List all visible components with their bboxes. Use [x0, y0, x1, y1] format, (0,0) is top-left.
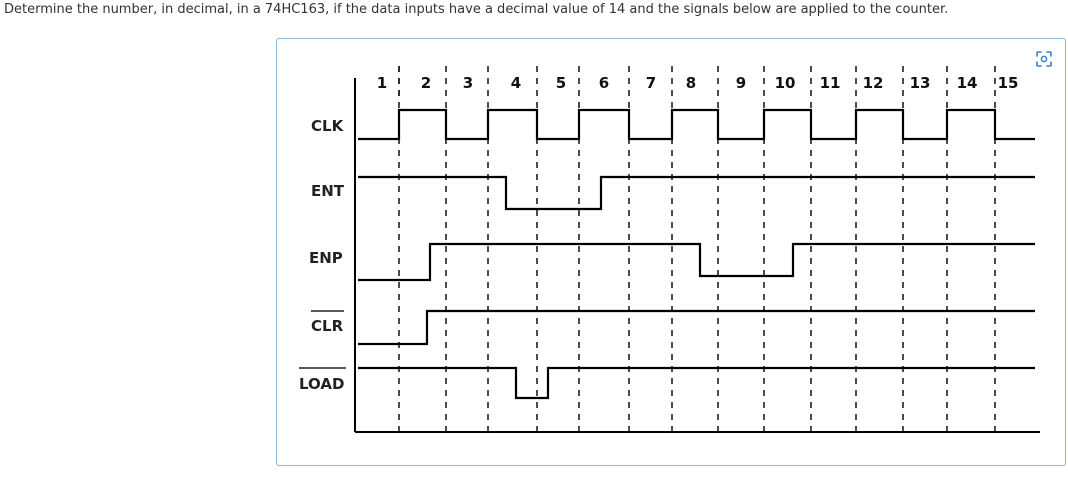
clock-number: 11 [820, 74, 841, 92]
clock-number: 14 [957, 74, 978, 92]
clock-number: 12 [863, 74, 884, 92]
clock-number: 4 [511, 74, 521, 92]
label-enp: ENP [309, 249, 343, 267]
enp-waveform [358, 242, 1035, 282]
clk-waveform [358, 108, 1035, 141]
waveforms [358, 108, 1035, 400]
clock-number: 8 [686, 74, 696, 92]
clock-number: 9 [736, 74, 746, 92]
clock-number: 7 [646, 74, 656, 92]
clr-waveform [358, 309, 1035, 346]
ent-waveform [358, 175, 1035, 211]
clock-number: 13 [910, 74, 931, 92]
label-clk: CLK [311, 117, 345, 135]
clock-number: 10 [775, 74, 796, 92]
question-text: Determine the number, in decimal, in a 7… [4, 2, 949, 17]
clock-number: 1 [377, 74, 387, 92]
clock-number: 3 [463, 74, 473, 92]
label-clr: CLR [311, 317, 344, 335]
clock-number: 15 [998, 74, 1019, 92]
load-waveform [358, 366, 1035, 400]
expand-image-icon[interactable] [1035, 50, 1053, 68]
label-load: LOAD [299, 375, 344, 393]
label-ent: ENT [311, 182, 345, 200]
clock-number: 2 [421, 74, 431, 92]
clock-number: 6 [599, 74, 609, 92]
clock-number: 5 [556, 74, 566, 92]
